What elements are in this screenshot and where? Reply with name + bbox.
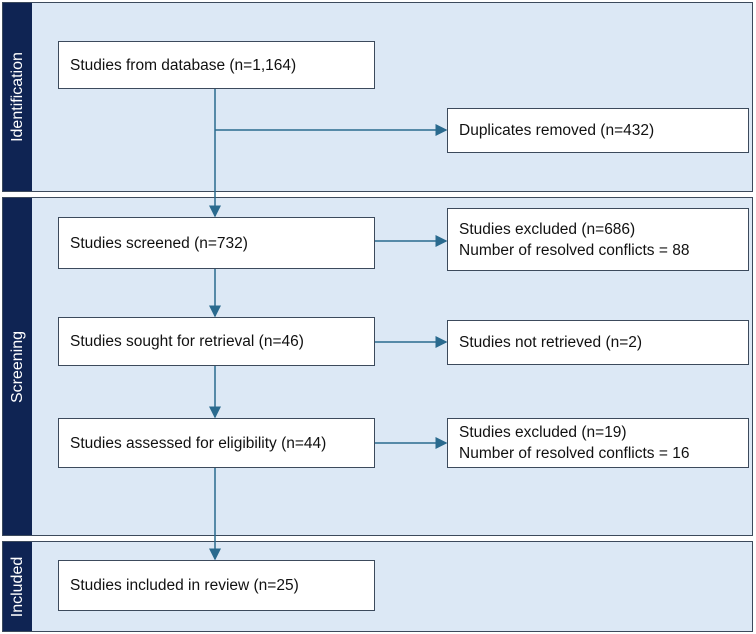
included-box: Studies included in review (n=25) <box>58 560 375 611</box>
not-retrieved-box: Studies not retrieved (n=2) <box>447 320 749 365</box>
included-text: Studies included in review (n=25) <box>70 577 299 594</box>
duplicates-text: Duplicates removed (n=432) <box>459 122 655 139</box>
excluded-screening-count: Studies excluded (n=686) <box>459 220 636 238</box>
sought-box: Studies sought for retrieval (n=46) <box>58 317 375 366</box>
excluded-eligibility-count: Studies excluded (n=19) <box>459 424 627 441</box>
excluded-eligibility-box: Studies excluded (n=19) Number of resolve… <box>447 418 749 468</box>
duplicates-box: Duplicates removed (n=432) <box>447 108 749 153</box>
excluded-screening-box: Studies excluded (n=686) Number of resolv… <box>447 208 749 271</box>
identification-label-bar: Identification <box>3 3 32 191</box>
assessed-text: Studies assessed for eligibility (n=44) <box>70 434 327 452</box>
assessed-box: Studies assessed for eligibility (n=44) <box>58 418 375 468</box>
screening-label-bar: Screening <box>3 198 32 535</box>
not-retrieved-text: Studies not retrieved (n=2) <box>459 334 643 351</box>
database-text: Studies from database (n=1,164) <box>70 56 297 74</box>
sought-text: Studies sought for retrieval (n=46) <box>70 333 304 350</box>
identification-section: Identification <box>2 2 753 192</box>
screened-box: Studies screened (n=732) <box>58 217 375 269</box>
screening-section: Screening <box>2 197 753 536</box>
screened-text: Studies screened (n=732) <box>70 234 248 252</box>
excluded-eligibility-conflicts: Number of resolved conflicts = 16 <box>459 445 690 462</box>
included-label-bar: Included <box>3 542 32 631</box>
database-box: Studies from database (n=1,164) <box>58 41 375 89</box>
excluded-screening-conflicts: Number of resolved conflicts = 88 <box>459 241 690 259</box>
